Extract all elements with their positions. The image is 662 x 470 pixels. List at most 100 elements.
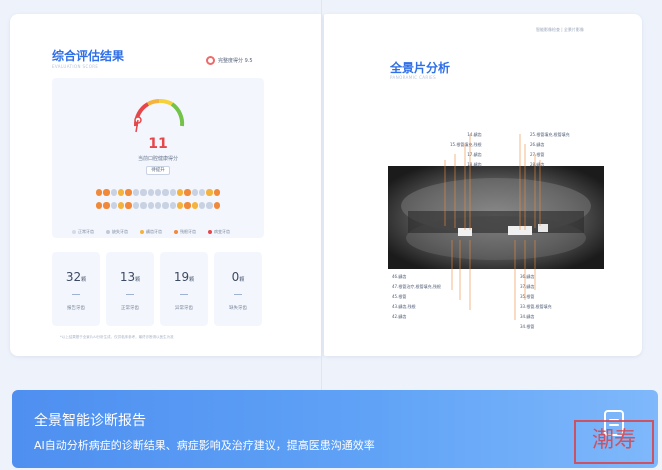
stat-value: 0 (231, 270, 240, 284)
tooth-marker (176, 189, 184, 196)
tooth-tag: 27.根管 (530, 152, 545, 157)
tooth-marker (110, 189, 118, 196)
stat-label: 异常牙齿 (175, 306, 193, 311)
legend-item: 残根牙齿 (174, 229, 196, 235)
stat-unit: 颗 (189, 277, 195, 283)
tooth-marker (162, 202, 169, 209)
tooth-marker (147, 189, 154, 196)
watermark-stamp: 潮寿 (574, 420, 654, 464)
panoramic-title: 全景片分析 (390, 61, 451, 75)
tooth-tag: 47.根管治疗,根管填充,残根 (392, 284, 441, 289)
tooth-marker (213, 202, 221, 209)
legend-item: 龋齿牙齿 (140, 229, 162, 235)
stat-card-missing: 0颗 缺失牙齿 (214, 252, 262, 326)
tooth-marker (206, 189, 213, 196)
tooth-tag: 42.龋齿 (392, 314, 407, 319)
tooth-marker (125, 202, 132, 209)
completeness-badge: 完整度得分 9.5 (206, 56, 253, 65)
stat-unit: 颗 (135, 277, 141, 283)
tooth-tag: 46.龋齿 (392, 274, 407, 279)
tooth-marker (176, 202, 184, 209)
score-gauge (133, 98, 185, 133)
completeness-badge-label: 完整度得分 9.5 (218, 58, 253, 64)
feature-banner: 全景智能诊断报告 AI自动分析病症的诊断结果、病症影响及治疗建议，提高医患沟通效… (12, 390, 658, 468)
stat-value: 32 (65, 270, 82, 284)
tooth-marker (213, 189, 221, 196)
tooth-tag: 26.龋齿 (530, 142, 545, 147)
tooth-marker (132, 189, 140, 196)
tooth-marker (154, 202, 162, 209)
tooth-marker (118, 189, 125, 196)
tooth-marker (140, 189, 147, 196)
tooth-marker (132, 202, 140, 209)
evaluation-subtitle: EVALUATION SCORE (52, 64, 99, 69)
tooth-marker (103, 202, 110, 209)
evaluation-panel: 11 当前口腔健康得分 待提升 正常牙齿缺失牙齿龋齿牙齿残根牙齿病变牙齿 (52, 78, 264, 238)
panoramic-xray-image (388, 166, 604, 269)
report-meta: 智能影像检查 | 全景片影像 (536, 27, 584, 32)
teeth-legend: 正常牙齿缺失牙齿龋齿牙齿残根牙齿病变牙齿 (72, 229, 230, 235)
lower-teeth-row (96, 202, 221, 209)
banner-title: 全景智能诊断报告 (34, 413, 146, 429)
upper-teeth-row (96, 189, 221, 196)
stat-unit: 颗 (239, 277, 245, 283)
tooth-tags-top-left: 14.龋齿 15.根管填充,残根 17.龋齿 18.龋齿 (450, 130, 482, 170)
stat-value: 13 (119, 270, 136, 284)
tooth-marker (96, 202, 103, 209)
page-fold (321, 0, 322, 390)
stat-label: 正常牙齿 (121, 306, 139, 311)
tooth-tag: 33.根管,根管填充 (520, 304, 552, 309)
tooth-tag: 15.根管填充,残根 (450, 142, 482, 147)
tooth-marker (162, 189, 169, 196)
stat-label: 报告牙齿 (67, 306, 85, 311)
left-page: 综合评估结果 EVALUATION SCORE 完整度得分 9.5 11 当前口… (10, 14, 322, 356)
tooth-marker (103, 189, 110, 196)
tooth-marker (96, 189, 103, 196)
tooth-tags-top-right: 25.根管填充,根管填充 26.龋齿 27.根管 28.龋齿 (530, 130, 570, 170)
stat-card-reported: 32颗 报告牙齿 (52, 252, 100, 326)
stat-unit: 颗 (81, 277, 87, 283)
tooth-marker (206, 202, 213, 209)
tooth-tag: 45.根管 (392, 294, 407, 299)
stat-value: 19 (173, 270, 190, 284)
tooth-marker (184, 189, 191, 196)
tooth-tag: 14.龋齿 (467, 132, 482, 137)
tooth-tag: 35.根管 (520, 294, 535, 299)
tooth-tag: 17.龋齿 (467, 152, 482, 157)
tooth-marker (140, 202, 147, 209)
tooth-tag: 34.龋齿 (520, 314, 535, 319)
banner-description: AI自动分析病症的诊断结果、病症影响及治疗建议，提高医患沟通效率 (34, 439, 375, 452)
tooth-marker (125, 189, 132, 196)
stat-label: 缺失牙齿 (229, 306, 247, 311)
footnote: *以上结果基于全景片AI分析生成，仅供临床参考，最终诊断请以医生为准 (60, 335, 174, 339)
tooth-tag: 28.龋齿 (530, 162, 545, 167)
tooth-tag: 25.根管填充,根管填充 (530, 132, 570, 137)
tooth-marker (154, 189, 162, 196)
legend-item: 正常牙齿 (72, 229, 94, 235)
health-score: 11 (148, 136, 168, 152)
tooth-tag: 34.根管 (520, 324, 535, 329)
tooth-marker (169, 189, 176, 196)
stat-card-normal: 13颗 正常牙齿 (106, 252, 154, 326)
tooth-marker (191, 202, 199, 209)
tooth-marker (147, 202, 154, 209)
tooth-marker (184, 202, 191, 209)
tooth-marker (191, 189, 199, 196)
stat-card-abnormal: 19颗 异常牙齿 (160, 252, 208, 326)
tooth-tag: 18.龋齿 (467, 162, 482, 167)
panoramic-subtitle: PANORAMIC CARIES (390, 75, 437, 80)
ring-icon (206, 56, 215, 65)
tooth-marker (110, 202, 118, 209)
tooth-marker (199, 189, 206, 196)
tooth-marker (169, 202, 176, 209)
score-status-pill: 待提升 (146, 166, 170, 175)
tooth-tag: 36.龋齿 (520, 274, 535, 279)
tooth-tag: 43.龋齿,残根 (392, 304, 416, 309)
legend-item: 缺失牙齿 (106, 229, 128, 235)
evaluation-title: 综合评估结果 (52, 49, 125, 63)
tooth-tags-bottom-left: 46.龋齿 47.根管治疗,根管填充,残根 45.根管 43.龋齿,残根 42.龋齿 (392, 272, 441, 322)
tooth-marker (199, 202, 206, 209)
health-score-label: 当前口腔健康得分 (137, 156, 178, 162)
